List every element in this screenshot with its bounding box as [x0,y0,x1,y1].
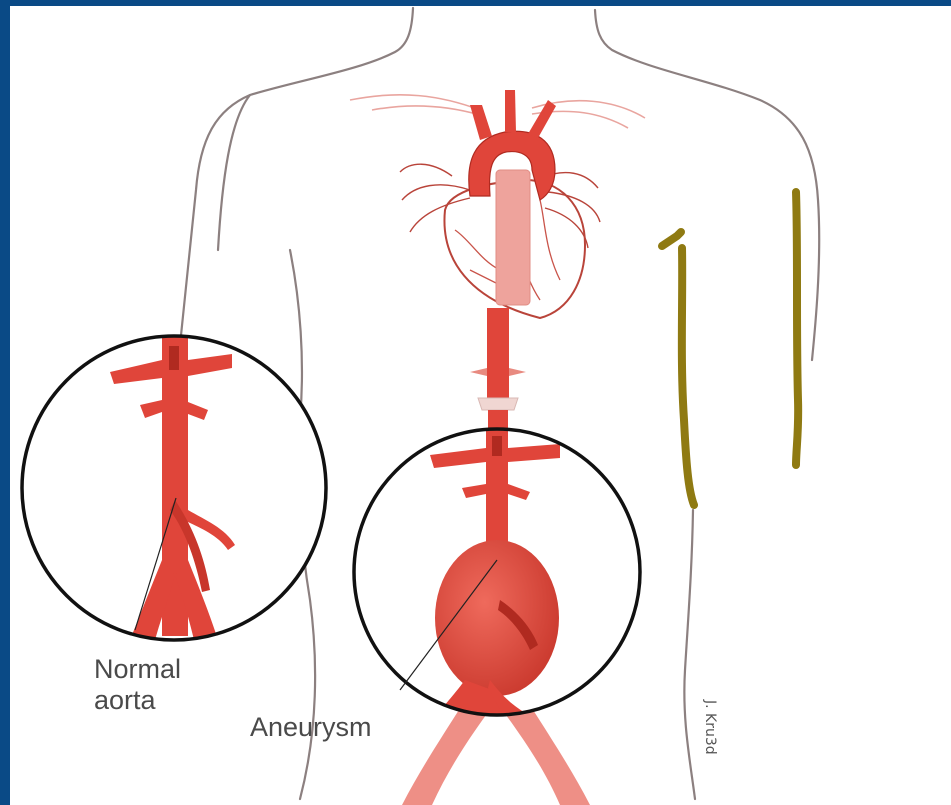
heart [400,90,600,318]
normal-aorta-label: Normal aorta [94,654,181,716]
artist-signature: J. Kru3d [702,699,718,755]
normal-aorta-label-line2: aorta [94,685,181,716]
highlight-marks [662,192,798,505]
normal-aorta-magnifier [22,336,326,640]
aneurysm-label: Aneurysm [250,712,372,743]
svg-text:J. Kru3d: J. Kru3d [702,699,718,755]
illustration-canvas: J. Kru3d Normal aorta Aneurysm [10,6,951,805]
normal-aorta-label-line1: Normal [94,654,181,685]
upper-arteries [350,95,645,128]
aneurysm-magnifier [354,429,640,720]
